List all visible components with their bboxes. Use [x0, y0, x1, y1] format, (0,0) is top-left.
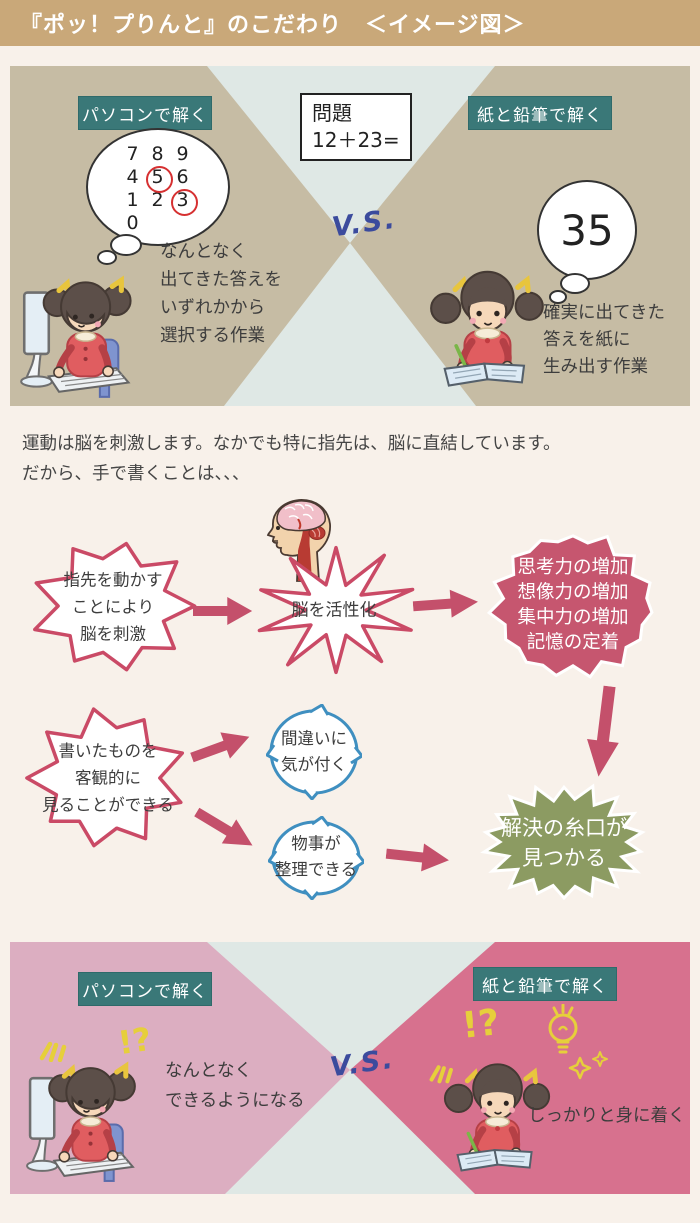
bubble-organize-text: 物事が 整理できる	[274, 834, 358, 879]
problem-box: 問題 12＋23=	[300, 93, 412, 161]
intro-text: 運動は脳を刺激します。なかでも特に指先は、脳に直結しています。 だから、手で書く…	[22, 434, 561, 484]
burst-effects	[487, 534, 654, 679]
keypad-thought-bubble	[86, 128, 230, 246]
burst-solution-text: 解決の糸口が 見つかる	[501, 816, 627, 870]
key-2: 2	[151, 189, 164, 211]
arrow-up-right-icon	[190, 732, 250, 763]
burst-solution	[480, 783, 646, 901]
burst-activate-brain	[257, 545, 415, 675]
key-7: 7	[126, 143, 139, 165]
arrow-right-icon	[385, 843, 449, 872]
key-1: 1	[126, 189, 139, 211]
emphasis-dashes-icon	[429, 1065, 453, 1084]
exclamation-question-doodle: !?	[459, 1002, 502, 1047]
label-solve-on-paper: 紙と鉛筆で解く	[473, 967, 617, 1001]
circle-mark-3-icon	[171, 189, 198, 216]
answer-thought-bubble: 35	[537, 180, 637, 280]
girl-at-computer-illustration	[16, 266, 148, 404]
burst-objective-view	[25, 707, 185, 848]
key-9: 9	[176, 143, 189, 165]
circle-mark-5-icon	[146, 166, 173, 193]
arrow-right-icon	[193, 597, 253, 625]
problem-title: 問題	[312, 101, 352, 125]
key-4: 4	[126, 166, 139, 188]
keypad-numbers: 7 8 9 4 5 6 1 2 3 0	[120, 143, 198, 235]
bubble-organize	[268, 816, 364, 900]
bottom-comparison-section: パソコンで解く 紙と鉛筆で解く !? なんとなく できるようになる V.S. !…	[10, 942, 690, 1194]
arrow-down-right-icon	[194, 807, 253, 846]
top-comparison-section: パソコンで解く 紙と鉛筆で解く 問題 12＋23= 7 8 9 4 5 6 1 …	[10, 66, 690, 406]
paper-caption: 確実に出てきた 答えを紙に 生み出す作業	[543, 303, 665, 377]
thought-tail-icon	[560, 273, 590, 294]
footer-gap	[0, 1194, 700, 1223]
sparkles-doodle-icon	[568, 1051, 608, 1080]
burst-objective-view-text: 書いたものを 客観的に 見ることができる	[42, 741, 174, 815]
girl-writing-illustration	[428, 261, 548, 389]
paper-result-caption: しっかりと身に着く	[528, 1106, 686, 1126]
thought-tail-icon	[97, 250, 117, 265]
problem-equation: 12＋23=	[312, 128, 400, 152]
burst-move-fingers	[33, 541, 197, 672]
bubble-notice-mistakes-text: 間違いに 気が付く	[281, 729, 347, 774]
label-solve-on-computer: パソコンで解く	[78, 972, 212, 1006]
title-bar: 『ポッ！プりんと』のこだわり ＜イメージ図＞	[0, 0, 700, 46]
emphasis-dashes-icon	[39, 1041, 67, 1062]
thought-tail-icon	[110, 234, 142, 256]
burst-move-fingers-text: 指先を動かす ことにより 脳を刺激	[63, 570, 163, 644]
thought-tail-icon	[549, 290, 567, 304]
computer-caption: なんとなく 出てきた答えを いずれかから 選択する作業	[160, 242, 282, 346]
bubble-notice-mistakes	[266, 704, 362, 800]
label-solve-on-paper: 紙と鉛筆で解く	[468, 96, 612, 130]
arrow-right-icon	[412, 589, 478, 618]
computer-result-caption: なんとなく できるようになる	[165, 1061, 305, 1111]
key-0: 0	[126, 212, 139, 234]
key-6: 6	[176, 166, 189, 188]
girl-at-computer-illustration	[22, 1052, 152, 1188]
arrow-down-icon	[587, 685, 619, 777]
lightbulb-doodle-icon	[548, 1004, 578, 1054]
head-with-brain-icon	[266, 499, 331, 582]
answer-value: 35	[560, 205, 614, 255]
burst-activate-brain-text: 脳を活性化	[291, 600, 377, 621]
page-title: 『ポッ！プりんと』のこだわり ＜イメージ図＞	[20, 13, 526, 38]
label-solve-on-computer: パソコンで解く	[78, 96, 212, 130]
burst-effects-text: 思考力の増加 想像力の増加 集中力の増加 記憶の定着	[517, 557, 629, 653]
key-8: 8	[151, 143, 164, 165]
